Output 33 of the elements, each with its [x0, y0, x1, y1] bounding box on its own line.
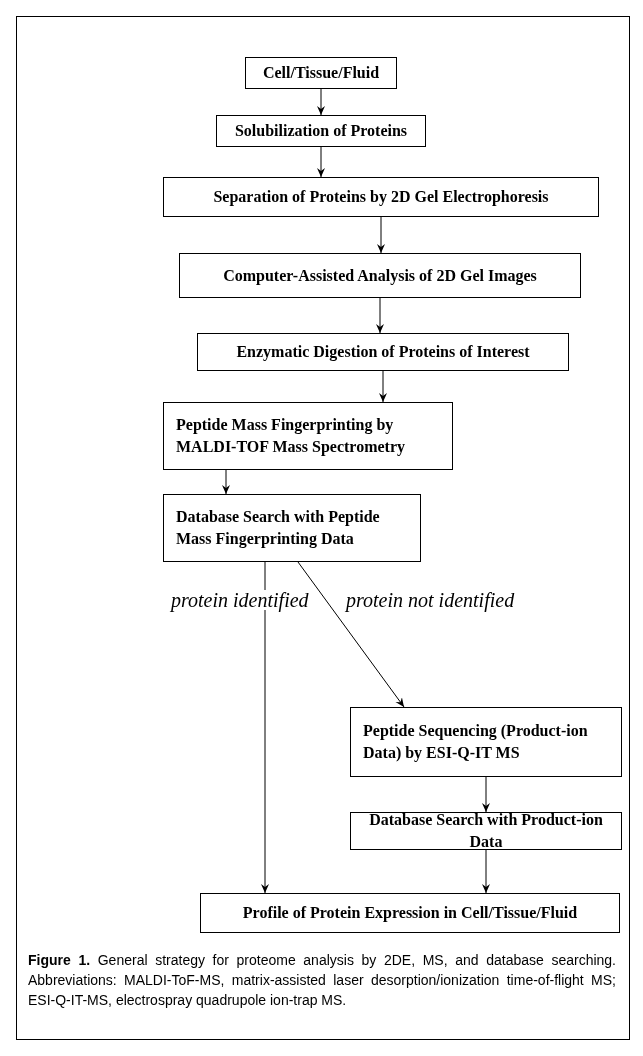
arrow: [317, 88, 325, 116]
step-text: Peptide Mass Fingerprinting by MALDI-TOF Mass Spectrometry: [176, 415, 406, 458]
step-text: Database Search with Peptide Mass Fingerprinting Data: [176, 507, 381, 550]
process-box: [163, 494, 421, 562]
step-text: Peptide Sequencing (Product-ion Data) by ESI-Q-IT MS: [363, 721, 589, 764]
arrow: [482, 849, 490, 894]
step-text: Solubilization of Proteins: [234, 121, 408, 142]
arrow: [376, 297, 384, 334]
arrow: [261, 561, 269, 894]
process-box: [245, 57, 397, 89]
step-text: Separation of Proteins by 2D Gel Electrophoresis: [213, 187, 549, 208]
process-box: [179, 253, 581, 298]
arrow: [482, 776, 490, 813]
process-box: [350, 707, 622, 777]
edge-label: protein identified: [170, 590, 310, 610]
arrow: [317, 146, 325, 178]
figure-caption: Figure 1. General strategy for proteome analysis by 2DE, MS, and database searching. Abbreviations: MALDI-ToF-MS, matrix-assisted laser desorption/ionization time-of-flight MS; ESI-Q-IT-MS, electrospray quadrupole ion-trap MS.: [28, 951, 616, 1010]
step-text: Enzymatic Digestion of Proteins of Interest: [236, 342, 530, 363]
step-text: Profile of Protein Expression in Cell/Tissue/Fluid: [242, 903, 578, 924]
step-text: Database Search with Product-ion Data: [368, 810, 604, 852]
arrow: [222, 469, 230, 495]
process-box: [200, 893, 620, 933]
process-box: [163, 402, 453, 470]
arrow: [379, 370, 387, 403]
process-box: [350, 812, 622, 850]
step-text: Computer-Assisted Analysis of 2D Gel Images: [223, 265, 537, 287]
step-text: Cell/Tissue/Fluid: [262, 63, 380, 84]
arrow: [297, 561, 405, 708]
process-box: [163, 177, 599, 217]
process-box: [197, 333, 569, 371]
arrow: [377, 216, 385, 254]
edge-label: protein not identified: [345, 590, 516, 610]
process-box: [216, 115, 426, 147]
